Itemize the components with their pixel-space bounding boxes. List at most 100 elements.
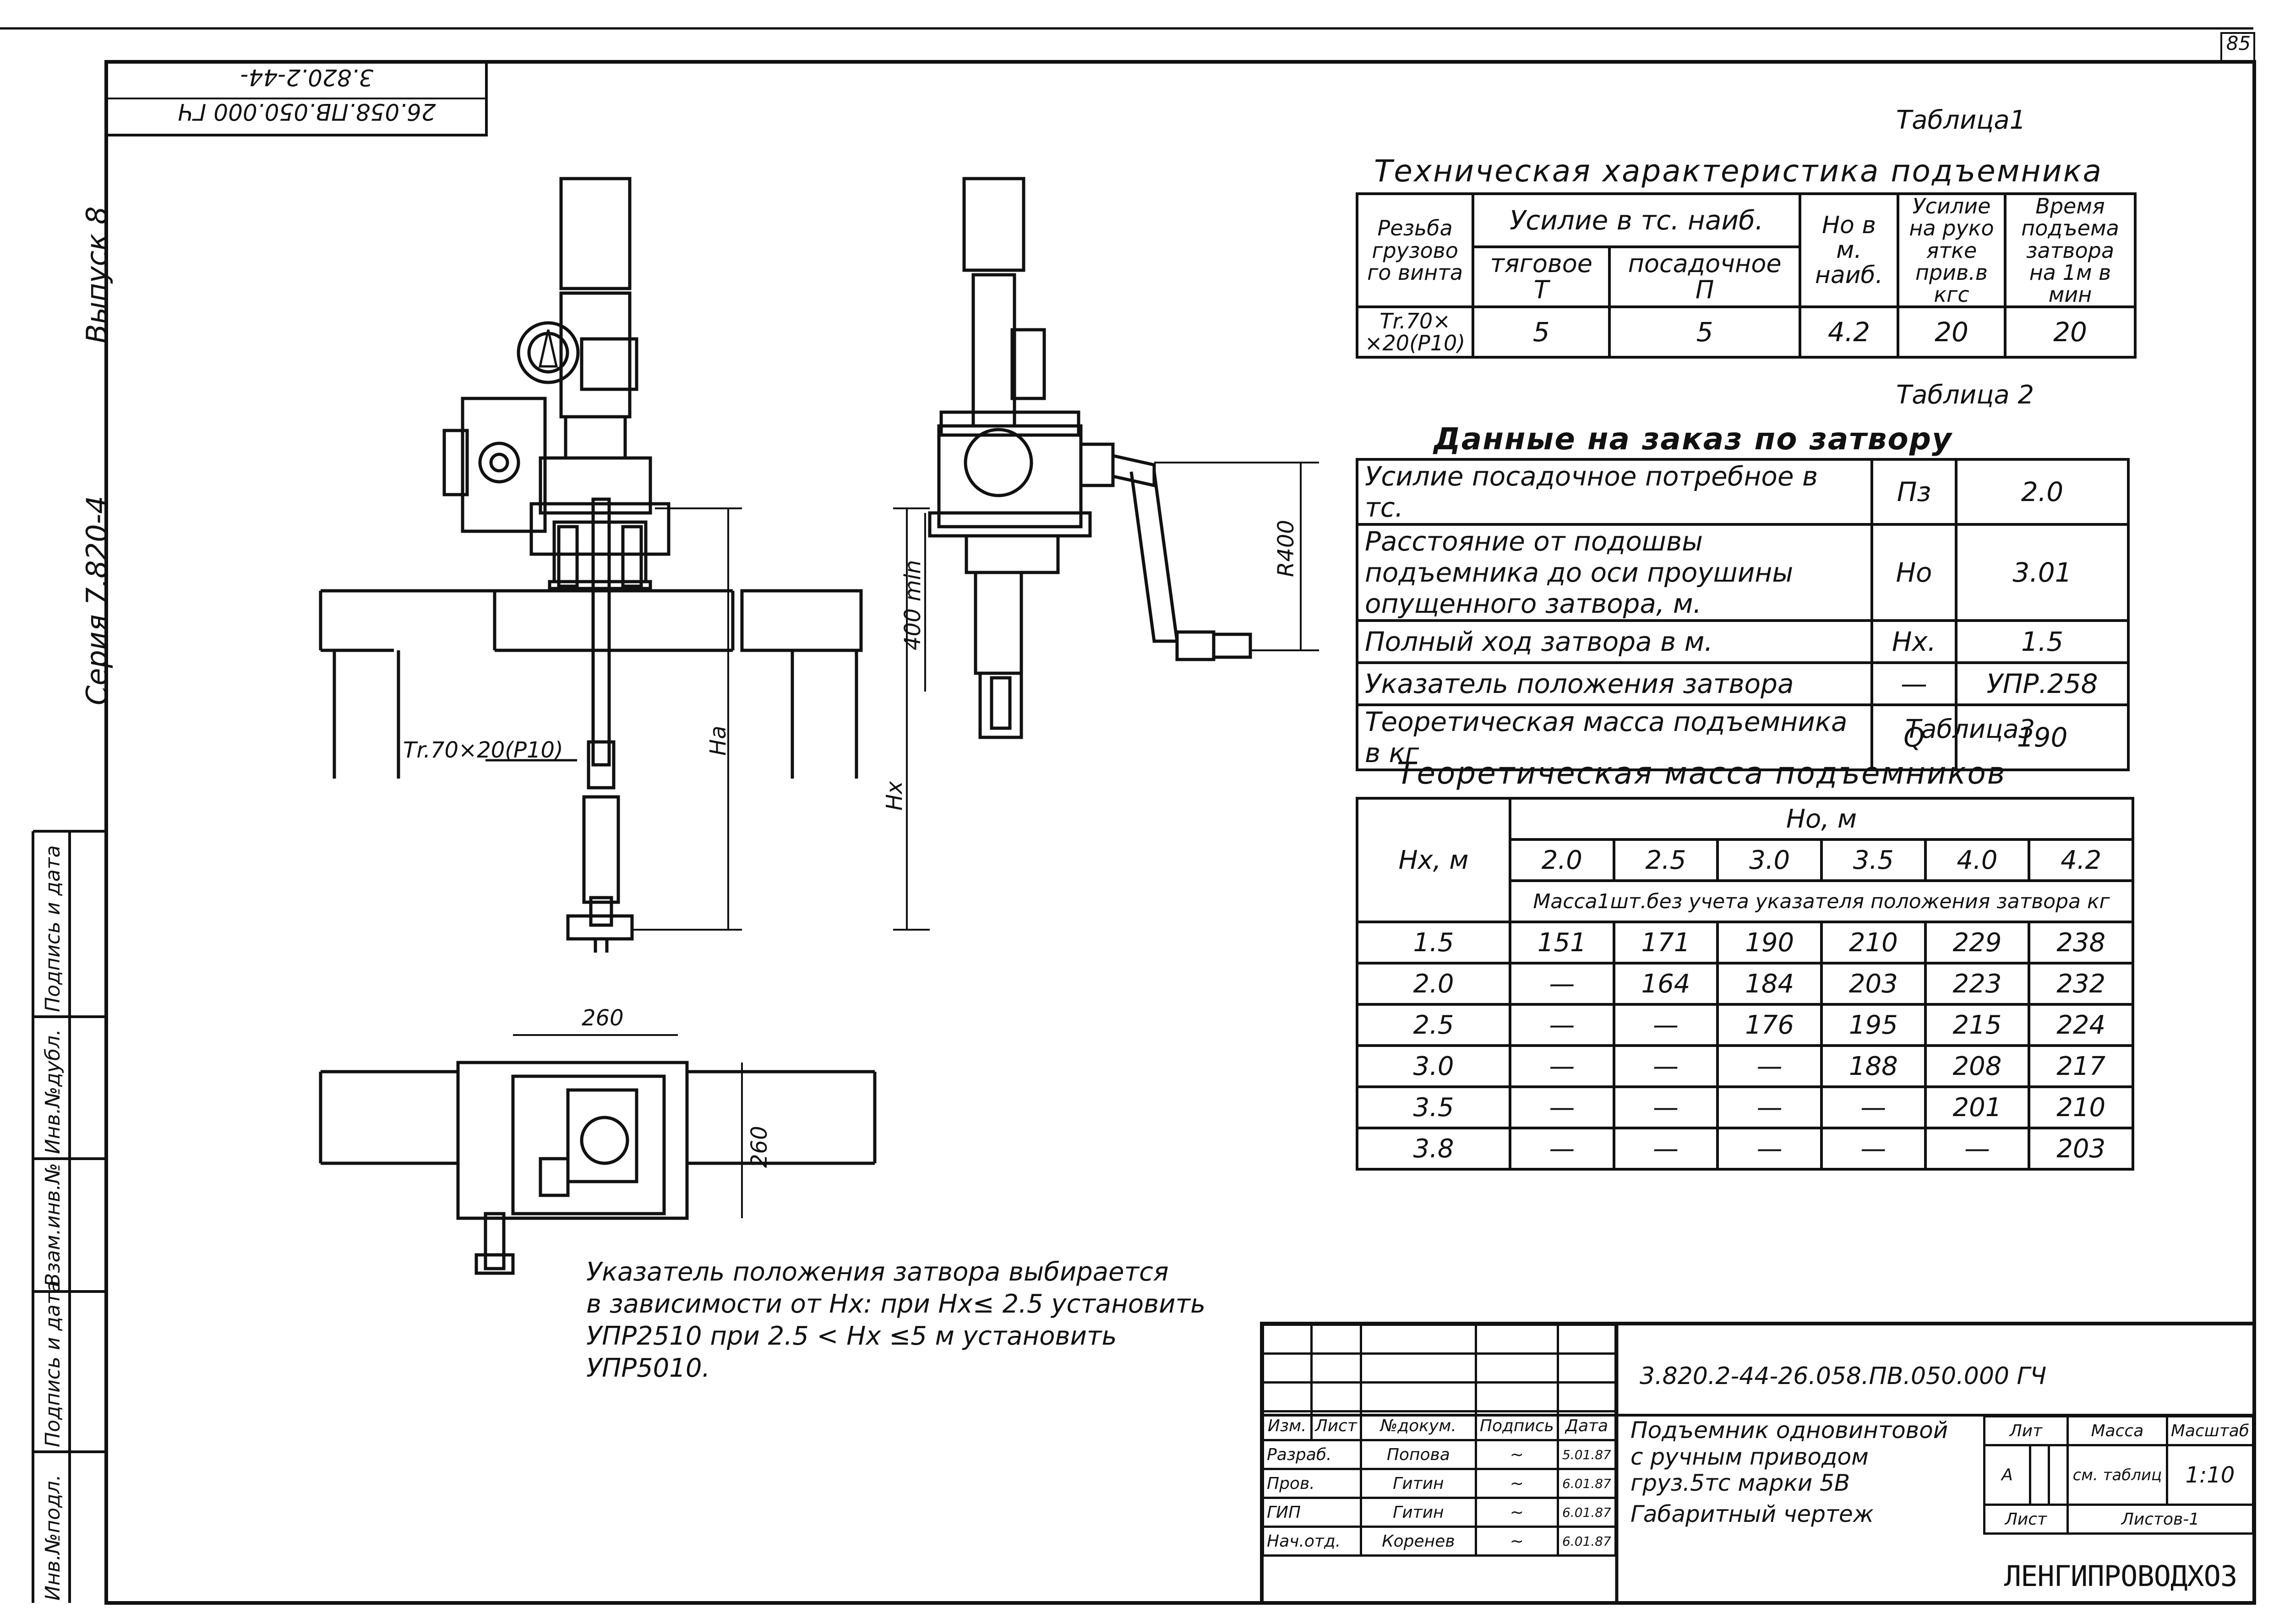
t3-cell: 3.8 [1356,1127,1511,1171]
t3-cell: 229 [1924,921,2031,965]
stamp-role: Нач.отд. [1262,1526,1362,1557]
rotated-series-code: 3.820.2-44- [240,64,374,91]
stamp-lit-value: А [1983,1444,2032,1506]
t2-value: УПР.258 [1955,661,2130,706]
table3: Нх, м Но, м 2.0 2.5 3.0 3.5 4.0 4.2 Масс… [1356,797,2134,1171]
t3-head-ho: Но, м [1509,797,2134,841]
t3-cell: — [1612,1003,1719,1047]
table3-title: Теоретическая масса подъемников [1397,756,2006,791]
t3-cell: 2.5 [1356,1003,1511,1047]
t2-param: Указатель положения затвора [1356,661,1873,706]
t1-cell: 20 [1897,305,2006,359]
t3-cell: 1.5 [1356,921,1511,965]
stamp-date: 6.01.87 [1556,1497,1617,1528]
note-line: в зависимости от Нх: при Нх≤ 2.5 установ… [586,1289,1206,1319]
t2-symbol: Q [1870,703,1957,771]
t3-cell: 223 [1924,962,2031,1006]
note-line: Указатель положения затвора выбирается [586,1257,1169,1287]
t3-cell: 184 [1716,962,1823,1006]
stamp-sheets: Листов-1 [2066,1504,2255,1535]
t3-cell: 3.5 [1356,1085,1511,1129]
stamp-organization: ЛЕНГИПРОВОДХОЗ [2004,1559,2238,1593]
note-line: УПР5010. [586,1353,710,1383]
stamp-head-list: Лист [1310,1410,1362,1441]
note-line: УПР2510 при 2.5 < Нх ≤5 м установить [586,1321,1117,1351]
table1-title: Техническая характеристика подъемника [1374,153,2103,189]
t1-head-push: посадочное П [1608,245,1801,309]
stamp-lit-head: Лит [1983,1415,2069,1446]
t2-symbol: Нх. [1870,619,1957,664]
t3-cell: 238 [2028,921,2134,965]
issue-label: Выпуск 8 [80,206,114,343]
t2-value: 3.01 [1955,523,2130,622]
t3-cell: 171 [1612,921,1719,965]
stamp-product-name: Подъемник одновинтовой с ручным приводом… [1630,1417,1948,1527]
t1-head-ho: Но в м. наиб. [1799,192,1899,309]
t3-cell: 224 [2028,1003,2134,1047]
t1-cell: 4.2 [1799,305,1899,359]
t3-cell: 2.0 [1356,962,1511,1006]
t3-cell: 195 [1820,1003,1927,1047]
t2-symbol: — [1870,661,1957,706]
stamp-sheet: Лист [1983,1504,2069,1535]
rotated-doc-code: 26.058.ПВ.050.000 ГЧ [178,98,436,125]
t3-cell: — [1716,1127,1823,1171]
t1-head-time: Время подъема затвора на 1м в мин [2004,192,2137,309]
t3-cell: 203 [2028,1127,2134,1171]
stamp-head-izm: Изм. [1262,1410,1313,1441]
t3-ho-value: 3.0 [1716,838,1823,882]
stamp-role: Разраб. [1262,1439,1362,1470]
t1-head-handle: Усилие на руко ятке прив.в кгс [1897,192,2006,309]
revision-table: Изм. Лист №докум. Подпись Дата Разраб.По… [1262,1324,1617,1557]
series-label: Серия 7.820-4 [80,496,114,705]
table2-caption: Таблица 2 [1896,380,2034,410]
table1: Резьба грузово го винта Усилие в тс. наи… [1355,192,2137,359]
t3-cell: 217 [2028,1044,2134,1088]
table3-caption: Таблица3 [1905,714,2035,744]
t2-param: Расстояние от подошвы подъемника до оси … [1356,523,1873,622]
stamp-name-line: груз.5тс марки 5В [1630,1470,1850,1496]
t3-cell: 215 [1924,1003,2031,1047]
page-number: 85 [2226,32,2251,54]
t3-ho-value: 2.0 [1509,838,1615,882]
ha-label: На [705,725,731,756]
stamp-drawing-kind: Габаритный чертеж [1630,1500,1874,1527]
t3-cell: 190 [1716,921,1823,965]
stamp-head-sign: Подпись [1474,1410,1559,1441]
t3-head-hx: Нх, м [1356,797,1511,923]
min-400-label: 400 min [900,560,926,650]
dim-260-vertical: 260 [747,1126,772,1168]
t2-symbol: Пз [1870,458,1957,526]
stamp-person: Коренев [1359,1526,1477,1557]
thread-label: Тr.70×20(Р10) [403,737,563,763]
t3-cell: — [1509,1003,1615,1047]
stamp-scale-value: 1:10 [2165,1444,2255,1506]
stamp-person: Гитин [1359,1497,1477,1528]
t1-cell: 5 [1472,305,1611,359]
t3-cell: 164 [1612,962,1719,1006]
t3-ho-value: 3.5 [1820,838,1927,882]
t2-symbol: Но [1870,523,1957,622]
stamp-right-table: Лит Масса Масштаб А см. таблиц 1:10 Лист… [1983,1415,2255,1535]
t2-value: 2.0 [1955,458,2130,526]
t1-head-thread: Резьба грузово го винта [1355,192,1475,309]
stamp-date: 6.01.87 [1556,1468,1617,1499]
stamp-name-line: Подъемник одновинтовой [1630,1417,1948,1444]
stamp-date: 5.01.87 [1556,1439,1617,1470]
t3-cell: 176 [1716,1003,1823,1047]
t3-cell: 203 [1820,962,1927,1006]
t1-cell: 20 [2004,305,2137,359]
t3-cell: 208 [1924,1044,2031,1088]
strip-label: Подпись и дата [41,845,65,1012]
stamp-name-line: с ручным приводом [1630,1443,1869,1470]
t3-cell: 232 [2028,962,2134,1006]
t1-head-force: Усилие в тс. наиб. [1472,192,1801,249]
stamp-doc-code: 3.820.2-44-26.058.ПВ.050.000 ГЧ [1640,1362,2047,1390]
t3-cell: — [1612,1127,1719,1171]
strip-label: Инв.№дубл. [41,1029,65,1154]
hx-label: Нх [882,781,907,811]
stamp-mass-head: Масса [2066,1415,2168,1446]
t1-cell: 5 [1608,305,1801,359]
stamp-head-doc: №докум. [1359,1410,1477,1441]
